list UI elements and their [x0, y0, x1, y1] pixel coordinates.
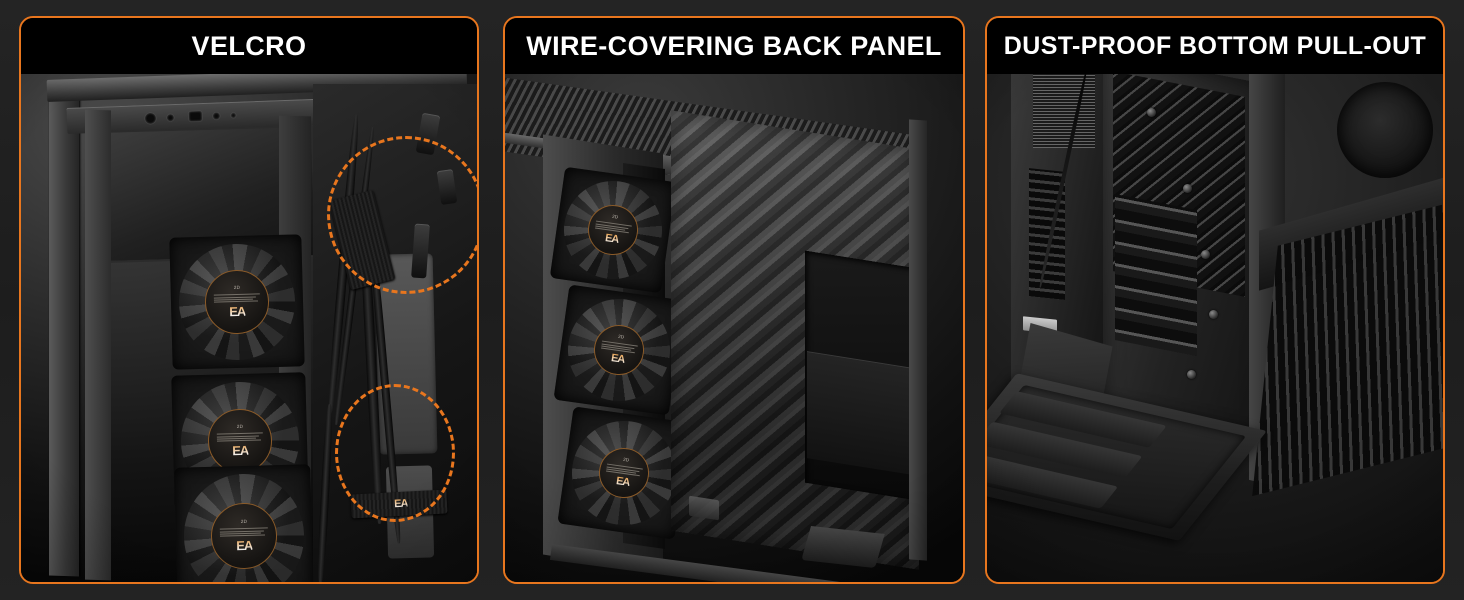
psu-shroud [807, 351, 919, 476]
fan-hub-brand-logo: EA [236, 537, 253, 553]
panel-title-back-panel: WIRE-COVERING BACK PANEL [505, 18, 963, 74]
pcie-slot-covers [1115, 194, 1197, 356]
feature-panel-back-panel[interactable]: WIRE-COVERING BACK PANEL 2D EA [503, 16, 965, 584]
case-fan: 2D EA [174, 464, 314, 582]
fan-hub-brand-logo: EA [232, 442, 249, 458]
panel-title-dust-filter: DUST-PROOF BOTTOM PULL-OUT [987, 18, 1443, 74]
reset-button-icon [230, 112, 236, 118]
velcro-photo: EA 2D EA 2D [21, 74, 477, 582]
case-left-wall [49, 95, 79, 577]
case-fan: 2D EA [169, 234, 305, 370]
fan-hub-top-text: 2D [240, 519, 247, 526]
fan-hub-fineprint [216, 431, 263, 443]
panel-title-velcro: VELCRO [21, 18, 477, 74]
feature-panel-velcro[interactable]: VELCRO [19, 16, 479, 584]
fan-hub-top-text: 2D [617, 334, 625, 341]
case-fan: 2D EA [549, 166, 677, 294]
fan-hub-top-text: 2D [611, 214, 619, 221]
usb-c-port-icon [212, 112, 221, 120]
audio-jack-icon [166, 114, 175, 122]
fan-hub-brand-logo: EA [615, 474, 631, 489]
thumbscrew-icon [1209, 310, 1218, 319]
feature-panel-dust-filter[interactable]: DUST-PROOF BOTTOM PULL-OUT [985, 16, 1445, 584]
fan-hub-top-text: 2D [233, 285, 240, 292]
case-foot [801, 526, 885, 568]
velcro-strap: EA [350, 489, 448, 519]
fan-hub-fineprint [213, 292, 260, 304]
thumbscrew-icon [1147, 108, 1156, 117]
power-button-icon [144, 112, 157, 125]
fan-hub-brand-logo: EA [229, 303, 246, 319]
case-rear-edge [909, 119, 927, 561]
fan-hub-fineprint [220, 526, 268, 538]
velcro-strap-logo: EA [393, 497, 408, 511]
back-panel-photo: 2D EA 2D EA [505, 74, 963, 582]
fan-hub-brand-logo: EA [604, 231, 620, 246]
usb-port-icon [188, 111, 203, 122]
fan-hub-top-text: 2D [236, 424, 243, 431]
dust-filter-photo [987, 74, 1443, 582]
case-fan: 2D EA [553, 284, 685, 416]
rear-mesh-vent [1033, 74, 1095, 148]
fan-hub-brand-logo: EA [610, 351, 626, 366]
fan-hub-top-text: 2D [622, 457, 630, 464]
rear-exhaust-fan [1337, 82, 1433, 178]
thumbscrew-icon [1201, 250, 1210, 259]
thumbscrew-icon [1183, 184, 1192, 193]
case-inner-frame-left [85, 109, 111, 581]
thumbscrew-icon [1187, 370, 1196, 379]
